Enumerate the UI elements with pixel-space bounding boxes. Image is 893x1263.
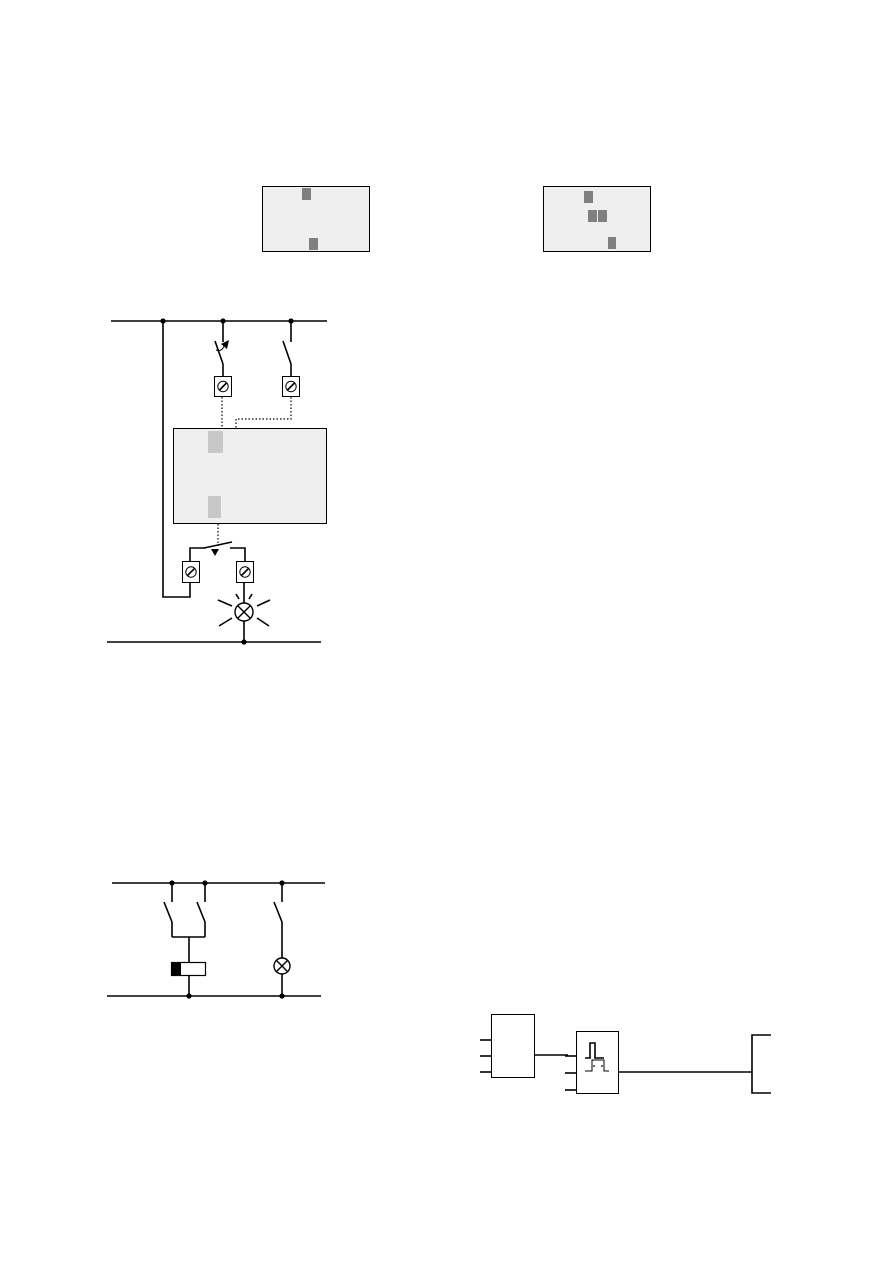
pushbutton-switch-icon	[196, 883, 206, 937]
display-right-cursor-bottom	[608, 237, 616, 249]
display-right-cursor-top	[584, 191, 593, 203]
logic-module	[173, 428, 327, 524]
module-wiring-diagram	[107, 318, 327, 645]
conventional-wiring-diagram	[107, 880, 325, 999]
module-input-indicator	[208, 431, 223, 453]
output-terminal	[751, 1034, 771, 1094]
internal-link	[235, 397, 292, 428]
relay-output-contact	[189, 541, 246, 561]
logic-block-input	[491, 1014, 535, 1078]
pushbutton-switch-icon	[163, 883, 173, 937]
terminal-screw-icon	[282, 376, 300, 397]
junction-dot	[186, 993, 192, 999]
relay-coil-icon	[170, 961, 207, 977]
module-output-indicator	[208, 496, 221, 518]
pulse-function-block	[576, 1031, 619, 1094]
pushbutton-switch-icon	[273, 883, 283, 958]
display-right-cursor-mid-1	[588, 210, 597, 222]
junction-dot	[241, 639, 247, 645]
pushbutton-switch-icon	[214, 321, 229, 376]
pushbutton-switch-icon	[282, 321, 292, 376]
terminal-screw-icon	[214, 376, 232, 397]
terminal-screw-icon	[236, 561, 254, 583]
display-left-cursor-top	[302, 188, 311, 200]
feed-wire-left	[162, 321, 191, 598]
lamp-icon	[273, 957, 291, 975]
display-panel-right	[543, 186, 651, 252]
function-block-diagram	[480, 1014, 771, 1094]
display-right-cursor-mid-2	[598, 210, 607, 222]
junction-dot	[279, 993, 285, 999]
terminal-screw-icon	[182, 561, 200, 583]
pulse-function-icon	[585, 1042, 609, 1072]
display-left-cursor-bottom	[309, 238, 318, 250]
display-panel-left	[262, 186, 370, 252]
